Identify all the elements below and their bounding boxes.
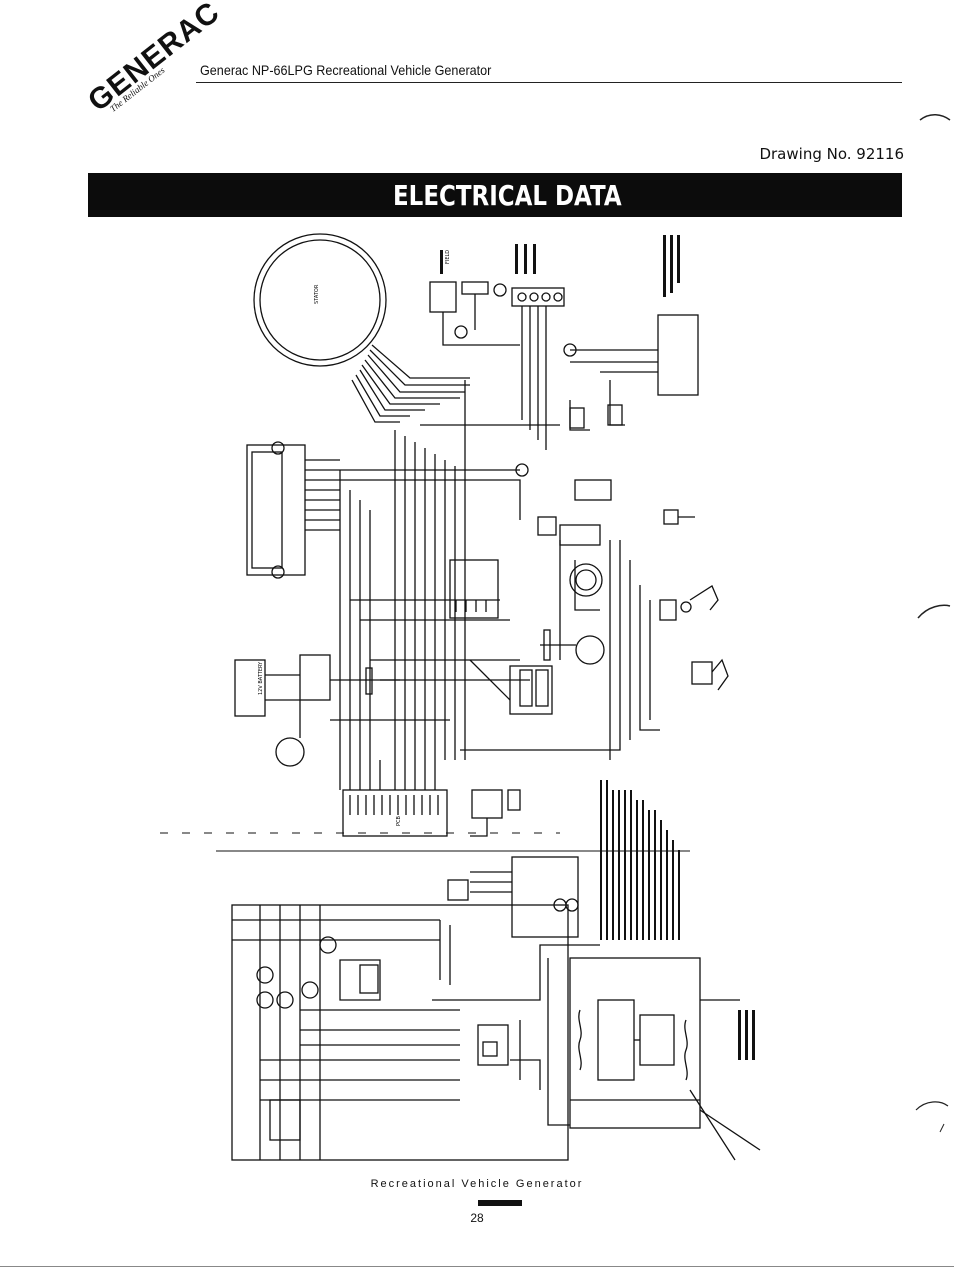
voltage-regulator — [547, 957, 761, 1161]
right-sensors — [460, 509, 729, 760]
stator — [253, 233, 387, 367]
header-rule — [196, 82, 902, 83]
tc-sv-blocks — [537, 479, 612, 660]
field-brushes — [429, 281, 520, 346]
circuit-breaker-cb3 — [470, 789, 521, 837]
battery-circuit — [234, 654, 450, 767]
document-title: Generac NP-66LPG Recreational Vehicle Ge… — [200, 62, 492, 78]
bus-lines — [339, 380, 560, 760]
drawing-number: Drawing No. 92116 — [759, 145, 904, 163]
electronic-module — [246, 441, 340, 579]
page-bottom-rule — [0, 1266, 954, 1267]
footer-caption: Recreational Vehicle Generator — [370, 1178, 584, 1190]
remote-panel-connector-top — [511, 287, 565, 450]
ground-center — [515, 463, 529, 477]
fuel-pump — [540, 629, 605, 665]
footer-bar — [478, 1200, 522, 1206]
starter-contactor — [469, 659, 553, 715]
lower-schematic — [231, 856, 600, 1161]
terminal-strip — [339, 760, 448, 837]
scan-mark-right — [915, 114, 951, 1133]
page-number: 28 — [470, 1211, 484, 1225]
stator-label: STATOR — [314, 284, 320, 304]
section-banner: ELECTRICAL DATA — [88, 173, 902, 217]
pcb-label: PCB — [396, 815, 402, 826]
stator-leads — [351, 344, 470, 423]
section-title: ELECTRICAL DATA — [393, 179, 622, 212]
field-label: FIELD — [445, 250, 451, 264]
customer-ac-connection — [563, 314, 699, 431]
relay-block — [449, 559, 499, 619]
battery-label: 12V BATTERY — [258, 661, 264, 695]
